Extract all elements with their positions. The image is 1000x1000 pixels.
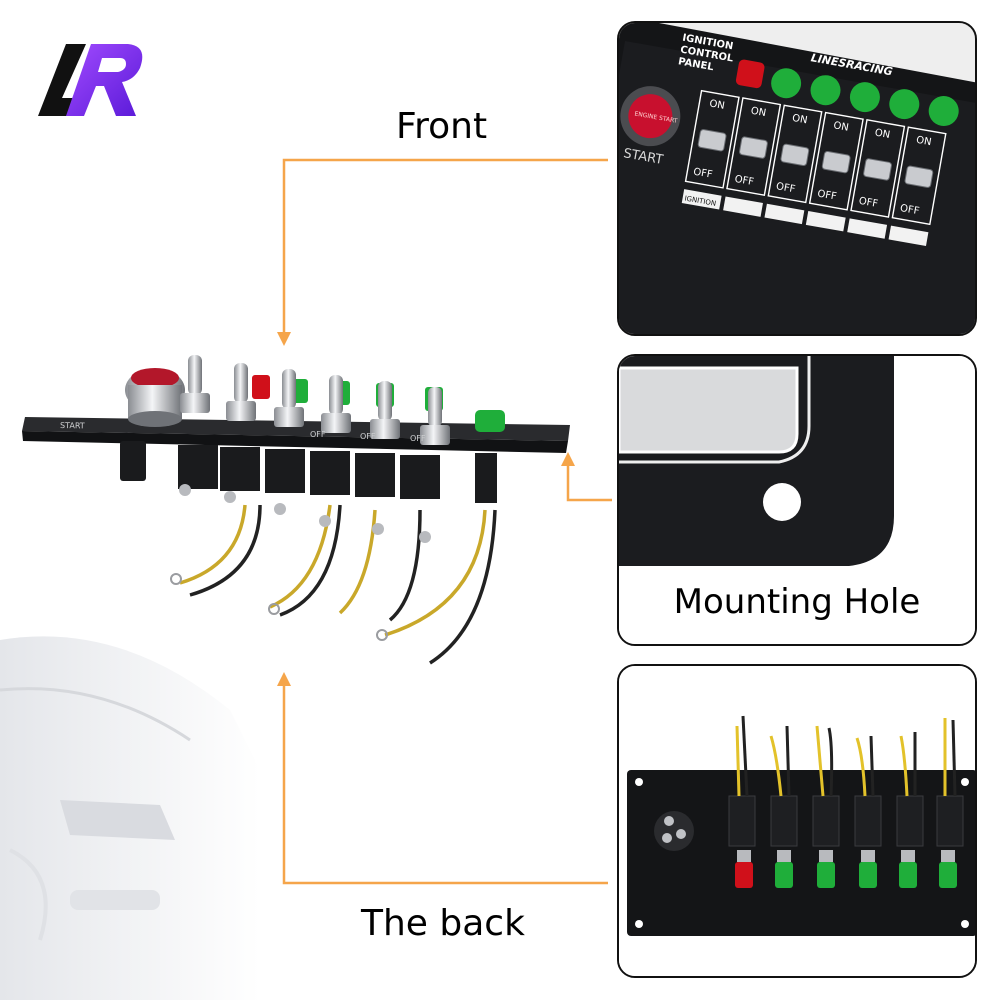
front-on-6: ON (915, 135, 932, 149)
main-off-label-2: OFF (360, 432, 376, 441)
front-off-5: OFF (858, 196, 879, 210)
front-off-1: OFF (692, 167, 713, 181)
front-detail-panel: IGNITION CONTROL PANEL LINESRACING ENGIN… (617, 21, 977, 336)
mounting-hole-detail-panel: Mounting Hole (617, 354, 977, 646)
main-off-label-1: OFF (310, 430, 326, 439)
red-indicator-light (735, 59, 765, 89)
main-start-label: START (60, 421, 85, 430)
front-start-label: START (622, 146, 664, 168)
front-on-1: ON (708, 98, 725, 112)
main-off-label-3: OFF (410, 434, 426, 443)
front-on-5: ON (874, 127, 891, 141)
brand-logo (38, 44, 143, 116)
mounting-hole-label: Mounting Hole (673, 582, 921, 622)
control-panel-product: START OFF OFF OFF (22, 355, 570, 665)
front-label: Front (396, 106, 488, 147)
front-on-3: ON (791, 113, 808, 127)
front-off-6: OFF (899, 203, 920, 217)
front-on-2: ON (750, 106, 767, 120)
front-off-2: OFF (734, 174, 755, 188)
front-on-4: ON (833, 120, 850, 134)
front-off-3: OFF (775, 181, 796, 195)
back-label: The back (361, 903, 525, 944)
back-detail-panel (617, 664, 977, 978)
front-off-4: OFF (816, 188, 837, 202)
mounting-hole (763, 483, 801, 521)
car-background-image (0, 636, 260, 1000)
